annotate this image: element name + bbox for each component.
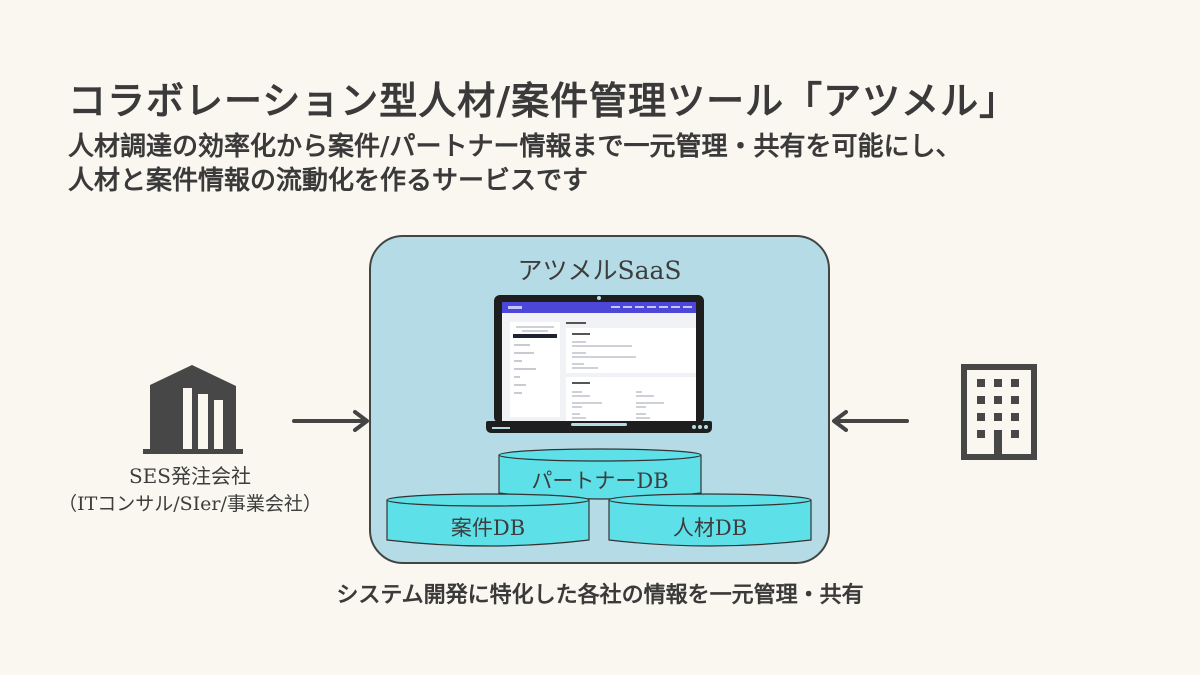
talent-db-cylinder: 人材DB	[607, 492, 813, 550]
app-nav	[611, 306, 692, 308]
app-logo	[508, 306, 522, 309]
partner-db-label: パートナーDB	[531, 469, 669, 493]
page-subtitle: 人材調達の効率化から案件/パートナー情報まで一元管理・共有を可能にし、 人材と案…	[68, 130, 962, 198]
laptop-base	[486, 421, 712, 433]
ses-company-label: SES発注会社 （ITコンサル/SIer/事業会社）	[0, 462, 380, 518]
ses-company-building-icon	[143, 365, 243, 459]
case-db-cylinder: 案件DB	[385, 492, 591, 550]
app-sidebar	[510, 322, 560, 417]
laptop-icon	[486, 295, 712, 438]
app-detail-info-card	[566, 377, 696, 421]
page-title: コラボレーション型人材/案件管理ツール「アツメル」	[68, 79, 1019, 123]
ses-company-name: SES発注会社	[128, 464, 251, 488]
arrow-right-icon	[292, 409, 372, 437]
app-header-bar	[502, 302, 696, 313]
ses-company-types: （ITコンサル/SIer/事業会社）	[58, 493, 322, 515]
subtitle-line-2: 人材と案件情報の流動化を作るサービスです	[68, 166, 589, 196]
arrow-left-icon	[829, 409, 909, 437]
footer-caption: システム開発に特化した各社の情報を一元管理・共有	[336, 583, 864, 608]
subtitle-line-1: 人材調達の効率化から案件/パートナー情報まで一元管理・共有を可能にし、	[68, 132, 962, 162]
partner-db-cylinder: パートナーDB	[497, 447, 703, 503]
camera-dot	[597, 296, 601, 300]
atsumeru-saas-box: アツメルSaaS	[369, 235, 830, 564]
talent-db-label: 人材DB	[672, 516, 748, 540]
saas-title: アツメルSaaS	[517, 256, 682, 285]
app-sidebar-active-item	[513, 334, 557, 338]
app-screenshot	[502, 302, 696, 421]
app-basic-info-card	[566, 328, 696, 373]
laptop-screen-frame	[494, 295, 704, 423]
office-building-icon	[961, 364, 1039, 464]
case-db-label: 案件DB	[450, 516, 526, 540]
